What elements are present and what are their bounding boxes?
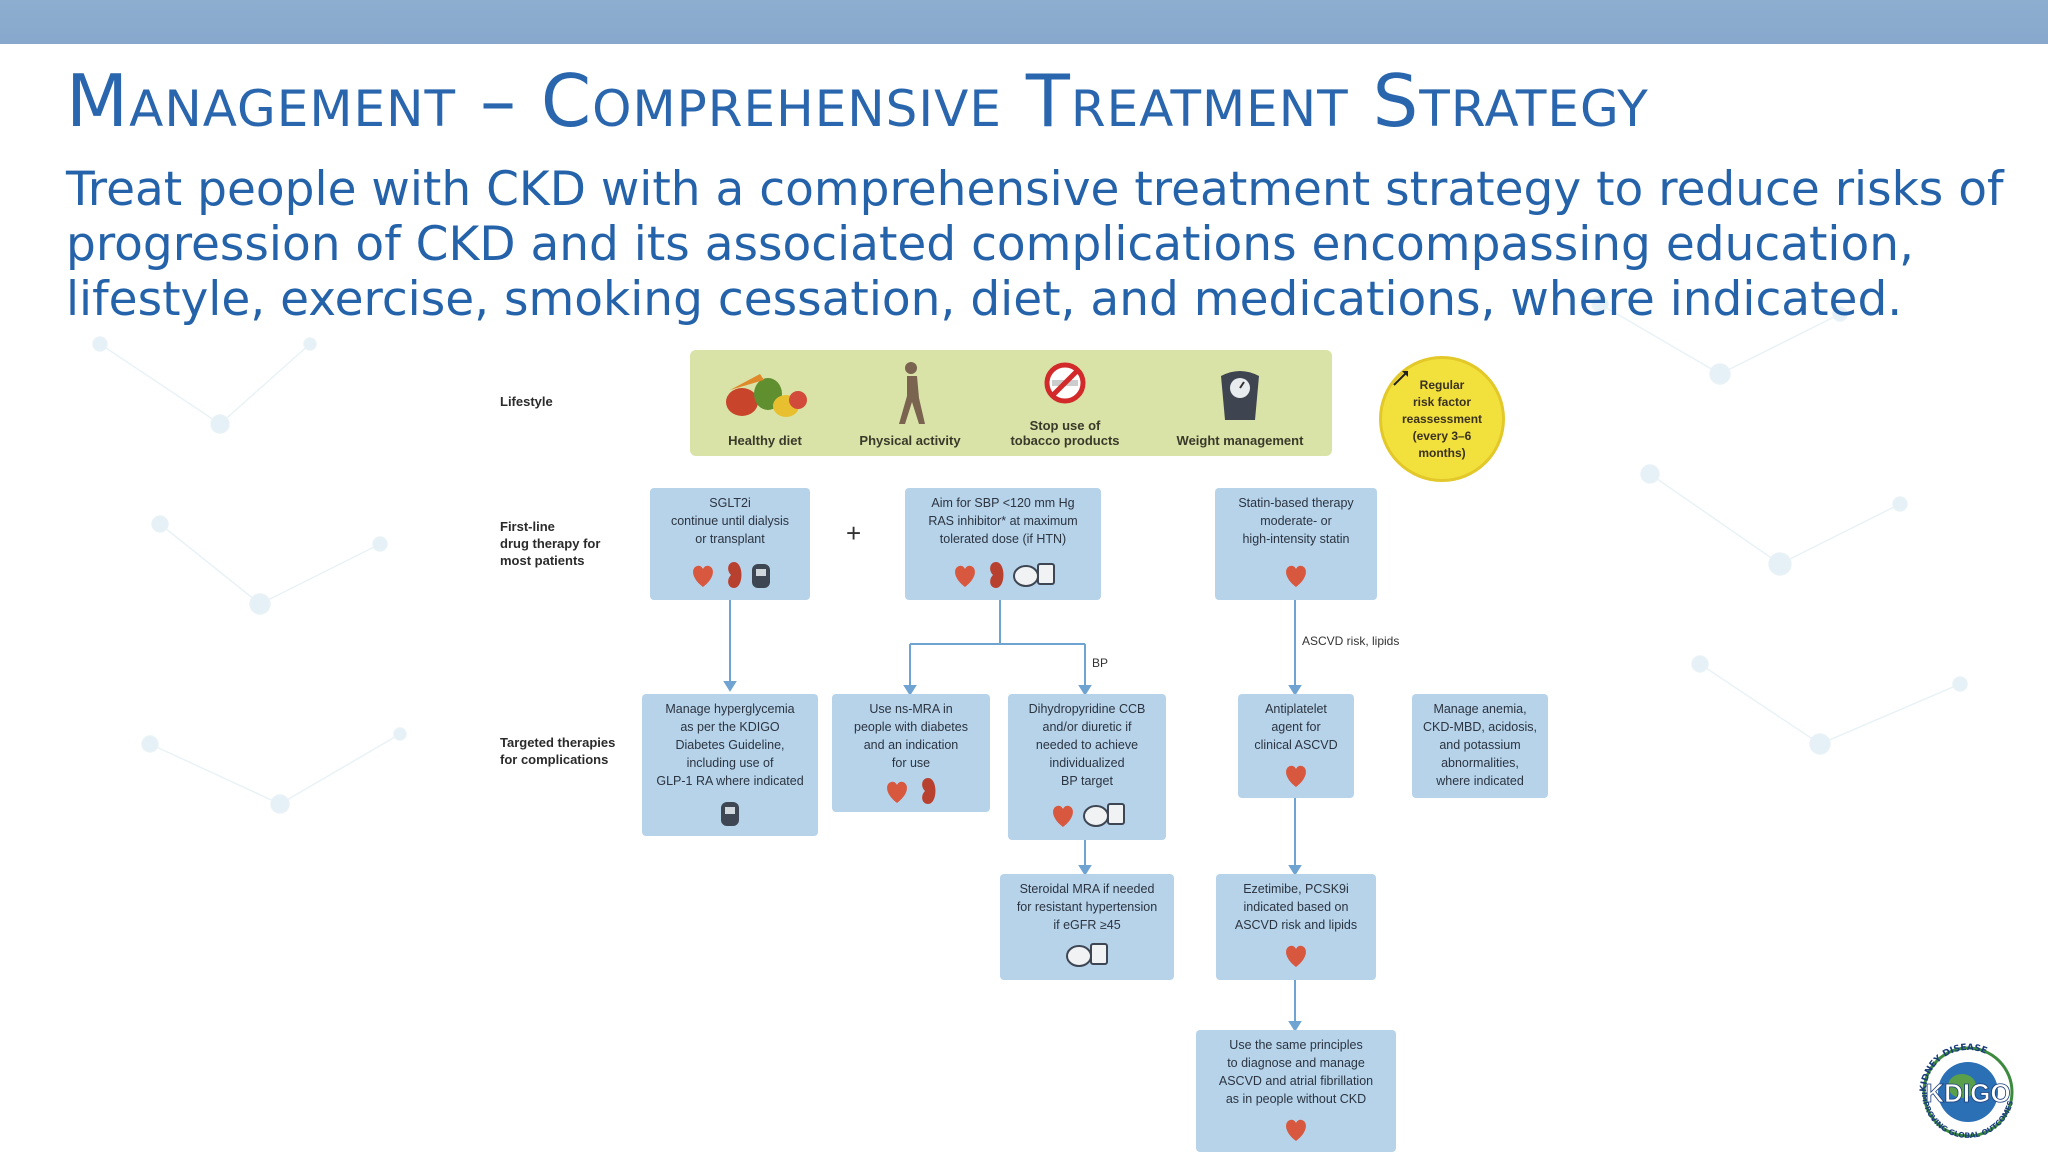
heart-icon (955, 565, 975, 587)
reassessment-circle: Regular risk factor reassessment (every … (1379, 356, 1505, 482)
treatment-strategy-figure: Lifestyle First-line drug therapy for mo… (500, 338, 1548, 1152)
box-ezetimibe: Ezetimibe, PCSK9i indicated based on ASC… (1216, 874, 1376, 980)
box-hyperglycemia-text: Manage hyperglycemia as per the KDIGO Di… (656, 702, 804, 788)
physical-activity-icon (899, 362, 925, 424)
reassessment-text: Regular risk factor reassessment (every … (1401, 377, 1483, 460)
row-label-first-line: First-line drug therapy for most patient… (500, 519, 601, 568)
lifestyle-label-activity: Physical activity (859, 433, 961, 448)
kdigo-logo: KIDNEY DISEASE IMPROVING GLOBAL OUTCOMES… (1919, 1043, 2015, 1140)
box-steroidal-mra-text: Steroidal MRA if needed for resistant hy… (1016, 882, 1158, 932)
connector-label-bp: BP (1092, 656, 1109, 670)
box-bp-target-text: Aim for SBP <120 mm Hg RAS inhibitor* at… (928, 496, 1078, 546)
box-anemia-text: Manage anemia, CKD-MBD, acidosis, and po… (1423, 702, 1537, 788)
box-antiplatelet-text: Antiplatelet agent for clinical ASCVD (1254, 702, 1338, 752)
box-dihydropyridine: Dihydropyridine CCB and/or diuretic if n… (1008, 694, 1166, 840)
box-sglt2i: SGLT2i continue until dialysis or transp… (650, 488, 810, 600)
box-dihydropyridine-text: Dihydropyridine CCB and/or diuretic if n… (1028, 702, 1146, 788)
kidney-icon (728, 562, 742, 588)
connector-label-ascvd: ASCVD risk, lipids (1302, 634, 1400, 648)
box-anemia: Manage anemia, CKD-MBD, acidosis, and po… (1412, 694, 1548, 798)
cycle-arrow-icon (1393, 371, 1408, 386)
row-label-targeted: Targeted therapies for complications (500, 735, 616, 767)
box-hyperglycemia: Manage hyperglycemia as per the KDIGO Di… (642, 694, 818, 836)
weight-scale-icon (1221, 371, 1259, 420)
top-band (0, 0, 2048, 44)
lifestyle-item-tobacco: Stop use of tobacco products (990, 350, 1140, 456)
row-label-lifestyle: Lifestyle (500, 394, 553, 409)
healthy-diet-icon (726, 374, 807, 417)
lifestyle-label-diet: Healthy diet (728, 433, 802, 448)
heart-icon (693, 565, 713, 587)
box-ns-mra: Use ns-MRA in people with diabetes and a… (832, 694, 990, 812)
lifestyle-label-tobacco: Stop use of tobacco products (1010, 418, 1120, 448)
heart-icon (1286, 1119, 1306, 1141)
glucose-meter-icon (721, 802, 739, 826)
glucose-meter-icon (752, 564, 770, 588)
box-bp-target: Aim for SBP <120 mm Hg RAS inhibitor* at… (905, 488, 1101, 600)
lifestyle-item-weight: Weight management (1160, 350, 1320, 456)
lifestyle-bar: Healthy diet Physical activity Stop use … (690, 350, 1332, 456)
heart-icon (1053, 805, 1073, 827)
box-statin-text: Statin-based therapy moderate- or high-i… (1238, 496, 1354, 546)
heart-icon (1286, 565, 1306, 587)
blood-pressure-monitor-icon (1013, 563, 1055, 587)
lifestyle-item-diet: Healthy diet (700, 350, 830, 456)
heart-icon (887, 781, 907, 803)
logo-wordmark: KDIGO (1925, 1078, 2010, 1108)
lifestyle-label-weight: Weight management (1176, 433, 1304, 448)
plus-sign: + (846, 518, 862, 548)
box-statin: Statin-based therapy moderate- or high-i… (1215, 488, 1377, 600)
kidney-icon (922, 778, 936, 804)
box-antiplatelet: Antiplatelet agent for clinical ASCVD (1238, 694, 1354, 798)
kidney-icon (990, 562, 1004, 588)
blood-pressure-monitor-icon (1066, 943, 1108, 967)
box-same-principles: Use the same principles to diagnose and … (1196, 1030, 1396, 1152)
box-ns-mra-text: Use ns-MRA in people with diabetes and a… (854, 702, 968, 770)
box-same-principles-text: Use the same principles to diagnose and … (1218, 1038, 1374, 1106)
box-ezetimibe-text: Ezetimibe, PCSK9i indicated based on ASC… (1234, 882, 1358, 932)
box-sglt2i-text: SGLT2i continue until dialysis or transp… (670, 496, 790, 546)
heart-icon (1286, 765, 1306, 787)
slide-subtitle: Treat people with CKD with a comprehensi… (66, 162, 2004, 327)
box-steroidal-mra: Steroidal MRA if needed for resistant hy… (1000, 874, 1174, 980)
no-smoking-icon (1044, 362, 1086, 404)
lifestyle-item-activity: Physical activity (840, 350, 980, 456)
slide-title: Management – Comprehensive Treatment Str… (66, 59, 1649, 143)
blood-pressure-monitor-icon (1083, 803, 1125, 827)
heart-icon (1286, 945, 1306, 967)
connector-lines (723, 600, 1302, 1032)
background-network-pattern (92, 295, 1968, 814)
